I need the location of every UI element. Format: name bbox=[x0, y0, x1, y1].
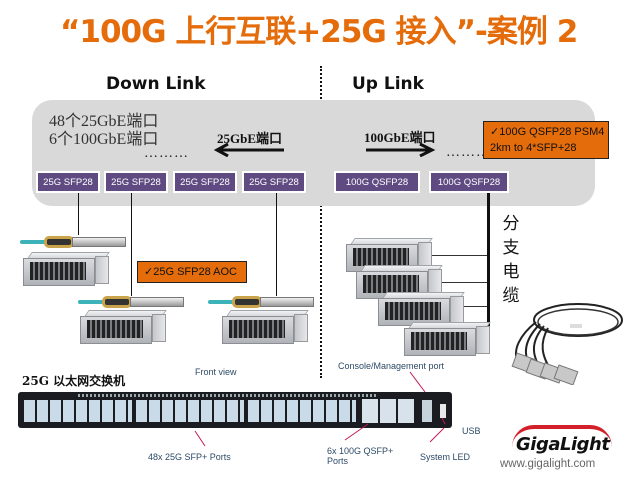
usb-port bbox=[440, 404, 446, 418]
sfp-ports-label: 48x 25G SFP+ Ports bbox=[148, 452, 231, 462]
aoc-callout: ✓25G SFP28 AOC bbox=[137, 261, 247, 283]
port-25g-sfp28-3: 25G SFP28 bbox=[173, 171, 237, 193]
breakout-cable-label: 分 支 电 缆 bbox=[500, 212, 522, 308]
server-icon bbox=[23, 252, 110, 286]
qsfp-ports-label: 6x 100G QSFP+ Ports bbox=[327, 446, 393, 466]
qsfp-port-group bbox=[362, 399, 416, 423]
up-arrow-label: 100GbE端口 bbox=[364, 130, 436, 145]
usb-label: USB bbox=[462, 426, 481, 436]
ellipsis: ……… bbox=[144, 146, 189, 161]
section-divider bbox=[320, 66, 322, 378]
breakout-branch-line bbox=[422, 282, 487, 283]
system-led-label: System LED bbox=[420, 452, 471, 462]
server-icon bbox=[378, 292, 465, 326]
port-100g-qsfp28-2: 100G QSFP28 bbox=[429, 171, 509, 193]
up-link-label: Up Link bbox=[352, 74, 424, 94]
breakout-branch-line bbox=[413, 255, 487, 256]
left-arrow-icon bbox=[214, 143, 284, 157]
breakout-char: 缆 bbox=[502, 286, 520, 306]
switch-front-panel bbox=[18, 392, 452, 428]
sfp-port-group bbox=[24, 400, 132, 422]
sfp-port-group bbox=[248, 400, 356, 422]
annotation-pointers bbox=[194, 371, 446, 447]
breakout-cable-icon bbox=[511, 303, 623, 385]
port-summary-100g: 6个100GbE端口 bbox=[49, 131, 159, 148]
up-ellipsis: ……… bbox=[446, 145, 491, 160]
gigalight-logo: GigaLight bbox=[516, 434, 610, 455]
console-port-label: Console/Management port bbox=[338, 361, 445, 371]
connector-line bbox=[78, 193, 79, 235]
switch-title: 25G 以太网交换机 bbox=[22, 374, 126, 388]
breakout-char: 分 bbox=[502, 214, 520, 234]
console-port bbox=[420, 398, 434, 424]
port-25g-sfp28-2: 25G SFP28 bbox=[104, 171, 168, 193]
gigalight-logo-swoosh bbox=[512, 425, 612, 447]
server-icon bbox=[404, 322, 491, 356]
front-view-label: Front view bbox=[195, 367, 237, 377]
breakout-char: 电 bbox=[502, 262, 520, 282]
aoc-module bbox=[20, 236, 130, 248]
right-arrow-icon bbox=[366, 143, 436, 157]
down-arrow-label: 25GbE端口 bbox=[217, 131, 283, 146]
psm4-callout-line2: 2km to 4*SFP+28 bbox=[490, 142, 577, 154]
psm4-callout: ✓100G QSFP28 PSM4 2km to 4*SFP+28 bbox=[483, 121, 609, 159]
brand-url: www.gigalight.com bbox=[500, 458, 596, 470]
aoc-module bbox=[208, 296, 318, 308]
sfp-port-group bbox=[136, 400, 244, 422]
port-summary: 48个25GbE端口 6个100GbE端口 bbox=[49, 113, 158, 149]
port-100g-qsfp28-1: 100G QSFP28 bbox=[334, 171, 420, 193]
psm4-callout-line1: ✓100G QSFP28 PSM4 bbox=[490, 126, 605, 138]
server-icon bbox=[80, 310, 167, 344]
port-25g-sfp28-1: 25G SFP28 bbox=[36, 171, 100, 193]
breakout-trunk-line bbox=[487, 193, 490, 345]
server-icon bbox=[222, 310, 309, 344]
connector-line bbox=[131, 193, 132, 296]
connector-line bbox=[276, 193, 277, 296]
down-link-label: Down Link bbox=[106, 74, 206, 94]
qsfp-ports-line2: Ports bbox=[327, 456, 349, 466]
port-25g-sfp28-4: 25G SFP28 bbox=[242, 171, 306, 193]
slide-title: “100G 上行互联+25G 接入”-案例 2 bbox=[60, 14, 578, 50]
port-summary-25g: 48个25GbE端口 bbox=[49, 113, 159, 130]
aoc-module bbox=[78, 296, 188, 308]
breakout-char: 支 bbox=[502, 238, 520, 258]
qsfp-ports-line1: 6x 100G QSFP+ bbox=[327, 446, 394, 456]
